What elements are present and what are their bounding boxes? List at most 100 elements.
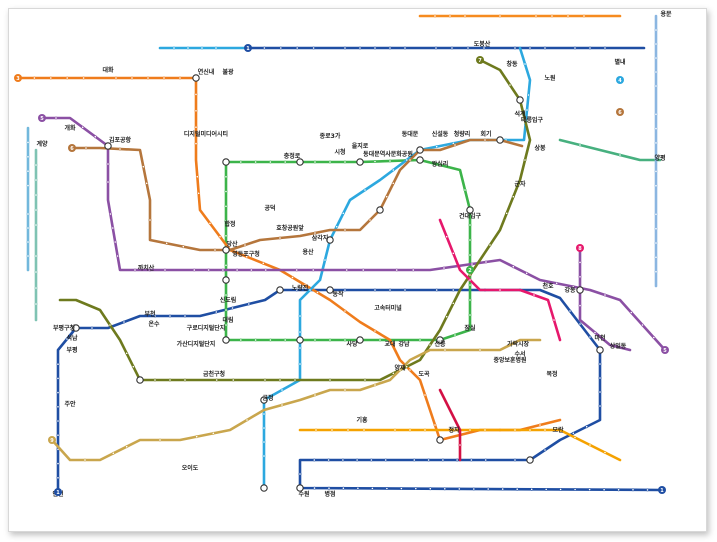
station-label[interactable]: 부천 [144,310,156,318]
station-label[interactable]: 수서 [514,350,525,358]
transfer-station-marker[interactable] [296,484,304,492]
station-dot[interactable] [195,435,199,439]
station-dot[interactable] [224,175,228,179]
station-label[interactable]: 신도림 [220,296,237,304]
station-dot[interactable] [33,76,36,80]
station-dot[interactable] [355,458,359,462]
station-dot[interactable] [93,135,97,139]
station-dot[interactable] [505,211,509,215]
station-label[interactable]: 주안 [64,400,76,408]
station-dot[interactable] [262,412,266,416]
station-dot[interactable] [654,112,658,116]
station-dot[interactable] [192,268,196,272]
station-dot[interactable] [484,458,488,462]
station-dot[interactable] [511,195,515,199]
station-label[interactable]: 대림 [222,316,233,324]
station-dot[interactable] [224,234,228,238]
station-label[interactable]: 금천구청 [203,370,225,378]
station-dot[interactable] [313,231,317,235]
station-dot[interactable] [291,276,294,279]
subway-line-line-3[interactable] [16,76,562,442]
station-dot[interactable] [314,428,318,432]
station-dot[interactable] [56,476,60,480]
station-dot[interactable] [341,486,345,490]
station-dot[interactable] [158,438,162,442]
station-dot[interactable] [654,141,658,145]
transfer-station-marker[interactable] [376,206,384,214]
station-label[interactable]: 동대문역사문화공원 [363,150,413,158]
station-dot[interactable] [498,14,502,18]
station-label[interactable]: 온수 [148,320,160,328]
station-dot[interactable] [582,14,586,18]
station-dot[interactable] [618,153,622,157]
station-dot[interactable] [468,223,472,227]
station-dot[interactable] [652,336,656,339]
station-label[interactable]: 교대 [384,340,396,348]
station-dot[interactable] [515,487,519,491]
station-dot[interactable] [280,403,284,407]
station-dot[interactable] [26,240,30,244]
station-dot[interactable] [442,266,446,270]
station-dot[interactable] [385,487,389,490]
transfer-station-marker[interactable] [596,346,604,354]
transfer-station-marker[interactable] [416,156,424,164]
subway-line-line-7[interactable] [58,58,532,382]
station-dot[interactable] [111,226,115,230]
station-dot[interactable] [654,241,658,245]
station-dot[interactable] [295,46,299,50]
station-dot[interactable] [488,243,492,247]
station-dot[interactable] [125,351,129,355]
station-dot[interactable] [65,76,69,80]
station-dot[interactable] [441,458,445,462]
station-dot[interactable] [412,458,416,462]
station-label[interactable]: 병점 [324,490,335,498]
station-dot[interactable] [224,323,228,327]
station-dot[interactable] [141,165,145,169]
station-label[interactable]: 기흥 [356,416,368,424]
transfer-station-marker[interactable] [416,146,424,154]
station-dot[interactable] [373,383,377,387]
station-dot[interactable] [455,458,459,462]
station-dot[interactable] [313,160,317,164]
station-dot[interactable] [148,218,152,222]
station-dot[interactable] [224,308,228,312]
station-dot[interactable] [56,462,60,466]
station-dot[interactable] [343,228,347,232]
station-dot[interactable] [181,245,185,249]
station-label[interactable]: 청량리 [454,130,471,138]
station-dot[interactable] [388,159,392,163]
transfer-station-marker[interactable] [466,206,474,214]
station-dot[interactable] [388,46,392,50]
station-dot[interactable] [598,404,602,408]
transfer-station-marker[interactable] [296,158,304,166]
station-dot[interactable] [303,283,307,287]
station-dot[interactable] [523,62,527,66]
station-dot[interactable] [525,271,529,275]
station-dot[interactable] [254,160,258,164]
transfer-station-marker[interactable] [496,136,504,144]
station-dot[interactable] [468,298,472,302]
station-dot[interactable] [534,14,538,18]
station-dot[interactable] [106,162,110,166]
station-dot[interactable] [245,255,249,259]
station-label[interactable]: 부평 [66,346,77,354]
station-label[interactable]: 연신내 [198,68,215,76]
subway-line-line-9[interactable] [50,338,542,462]
station-dot[interactable] [168,314,172,318]
station-dot[interactable] [34,302,38,306]
station-dot[interactable] [393,428,397,432]
station-dot[interactable] [254,338,258,342]
station-dot[interactable] [308,288,312,292]
station-dot[interactable] [508,83,512,87]
transfer-station-marker[interactable] [222,276,230,284]
station-dot[interactable] [598,390,602,394]
station-dot[interactable] [428,487,432,491]
station-dot[interactable] [215,378,219,382]
station-label[interactable]: 왕십리 [432,160,449,168]
transfer-station-marker[interactable] [104,142,112,150]
station-dot[interactable] [218,235,222,239]
station-dot[interactable] [261,261,265,265]
transfer-station-marker[interactable] [436,436,444,444]
station-dot[interactable] [153,378,157,382]
